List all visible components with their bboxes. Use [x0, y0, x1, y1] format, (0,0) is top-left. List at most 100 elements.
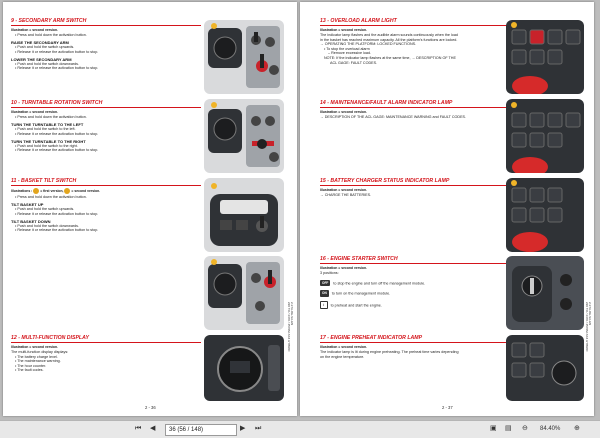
text-line: • The maintenance warning.	[15, 359, 61, 364]
page-2-36: 9 - SECONDARY ARM SWITCH Illustration = …	[3, 2, 297, 416]
text-line: • Release it or release the activation b…	[15, 148, 99, 153]
last-page-button[interactable]: ⏭	[255, 425, 262, 432]
section-title: 15 - BATTERY CHARGER STATUS INDICATOR LA…	[320, 178, 516, 186]
illustration-note: Illustration = second version.	[11, 345, 59, 349]
text-line: – Remove excessive load.	[328, 51, 372, 56]
on-badge: ON	[320, 290, 329, 297]
zoom-in-button[interactable]: ⊕	[574, 425, 580, 432]
section-title: 12 - MULTI-FUNCTION DISPLAY	[11, 335, 201, 343]
illustration-label: Illustrations :	[11, 188, 33, 193]
text-line: • Press and hold down the activation but…	[15, 33, 87, 37]
section-title: 17 - ENGINE PREHEAT INDICATOR LAMP	[320, 335, 516, 343]
section-title: 10 - TURNTABLE ROTATION SWITCH	[11, 100, 201, 108]
illustration-note: Illustrations : = first version, = secon…	[11, 188, 201, 194]
preheat-icon: ⌇	[320, 300, 328, 310]
version-a-icon	[33, 188, 40, 194]
next-page-button[interactable]: ▶	[240, 425, 246, 432]
text-line: • Push and hold the switch to the right.	[15, 143, 78, 148]
link-text[interactable]: → OPERATING THE PLATFORM: LOCKED FUNCTIO…	[320, 42, 417, 47]
display-photo-12	[204, 335, 284, 401]
control-panel-photo-10	[204, 99, 284, 173]
subheading: TURN THE TURNTABLE TO THE RIGHT	[11, 138, 86, 144]
text-line: • Release it or release the activation b…	[15, 211, 99, 216]
text-line: • The fault codes.	[15, 368, 44, 373]
section-title: 16 - ENGINE STARTER SWITCH	[320, 256, 516, 264]
control-panel-photo-9	[204, 20, 284, 94]
illustration-label: = first version,	[40, 188, 64, 193]
link-text[interactable]: → DESCRIPTION OF THE ACL GAGE: MAINTENAN…	[320, 115, 467, 119]
text-line: • Release it or release the activation b…	[15, 66, 99, 71]
text-line: 3 positions:	[320, 271, 339, 275]
illustration-note: Illustration = second version.	[11, 28, 59, 32]
text-line: • Release it or release the activation b…	[15, 228, 99, 233]
text-line: The multi-function display displays:	[11, 350, 69, 354]
section-17: 17 - ENGINE PREHEAT INDICATOR LAMP Illus…	[320, 335, 516, 359]
section-10: 10 - TURNTABLE ROTATION SWITCH Illustrat…	[11, 100, 201, 153]
section-14: 14 - MAINTENANCE/FAULT ALARM INDICATOR L…	[320, 100, 516, 120]
document-viewer: 9 - SECONDARY ARM SWITCH Illustration = …	[0, 0, 600, 420]
fit-width-icon[interactable]: ▤	[505, 425, 512, 432]
off-badge: OFF	[320, 279, 331, 287]
text-line: • To stop the overload alarm	[324, 46, 370, 51]
link-text[interactable]: → CHARGE THE BATTERIES.	[320, 193, 372, 197]
illustration-note: Illustration = second version.	[11, 110, 59, 114]
subheading: TILT BASKET UP	[11, 202, 44, 208]
text-line: • Push and hold the switch to the left.	[15, 127, 76, 132]
side-text-line: 220 TR / 4470 / 4570M-SX4 HYBRID	[584, 302, 589, 352]
zoom-out-button[interactable]: ⊖	[522, 425, 528, 432]
position-text: to stop the engine and turn off the mana…	[333, 280, 426, 285]
text-line: • Push and hold the switch upwards.	[15, 207, 75, 212]
section-9: 9 - SECONDARY ARM SWITCH Illustration = …	[11, 18, 201, 71]
panel-photo-15	[506, 178, 584, 252]
fit-page-icon[interactable]: ▣	[490, 425, 497, 432]
illustration-note: Illustration = second version.	[320, 266, 368, 270]
illustration-note: Illustration = second version.	[320, 110, 368, 114]
illustration-label: = second version.	[71, 188, 101, 193]
first-page-button[interactable]: ⏮	[135, 425, 142, 432]
page-number: 2 - 36	[145, 405, 156, 410]
page-2-37: 13 - OVERLOAD ALARM LIGHT Illustration =…	[300, 2, 594, 416]
section-15: 15 - BATTERY CHARGER STATUS INDICATOR LA…	[320, 178, 516, 198]
panel-photo-14	[506, 99, 584, 173]
page-number-input[interactable]: 36 (56 / 148)	[165, 424, 237, 436]
section-16: 16 - ENGINE STARTER SWITCH Illustration …	[320, 256, 516, 310]
position-text: to preheat and start the engine.	[330, 303, 382, 308]
note-line: NOTE: If the indicator lamp flashes at t…	[324, 55, 456, 60]
panel-photo-13	[506, 20, 584, 94]
note-line: ACL GAGE: FAULT CODES.	[330, 60, 378, 65]
illustration-note: Illustration = second version.	[320, 345, 368, 349]
section-13: 13 - OVERLOAD ALARM LIGHT Illustration =…	[320, 18, 516, 65]
panel-photo-16	[506, 256, 584, 330]
prev-page-button[interactable]: ◀	[150, 425, 156, 432]
subheading: RAISE THE SECONDARY ARM	[11, 40, 69, 46]
text-line: • The hour counter.	[15, 363, 47, 368]
page-number: 2 - 37	[442, 405, 453, 410]
text-line: • Press and hold down the activation but…	[15, 115, 87, 119]
side-reference: 2-37A-DE-SA-EN 220 TR / 4470 / 4570M-SX4…	[286, 302, 294, 352]
text-line: The indicator lamp is lit during engine …	[320, 350, 459, 354]
control-panel-photo-11b	[204, 256, 284, 330]
subheading: LOWER THE SECONDARY ARM	[11, 56, 72, 62]
text-line: • Press and hold down the activation but…	[15, 195, 87, 199]
zoom-value[interactable]: 84.40%	[540, 426, 561, 432]
subheading: TURN THE TURNTABLE TO THE LEFT	[11, 122, 84, 128]
section-title: 13 - OVERLOAD ALARM LIGHT	[320, 18, 516, 26]
illustration-note: Illustration = second version.	[320, 28, 368, 32]
text-line: • Push and hold the switch upwards.	[15, 45, 75, 50]
text-line: The indicator lamp flashes and the audib…	[320, 33, 458, 37]
section-12: 12 - MULTI-FUNCTION DISPLAY Illustration…	[11, 335, 201, 373]
text-line: • Release it or release the activation b…	[15, 49, 99, 54]
viewer-toolbar: ⏮ ◀ 36 (56 / 148) ▶ ⏭ ▣ ▤ ⊖ 84.40% ⊕	[0, 420, 600, 438]
text-line: • Push and hold the switch downwards.	[15, 223, 80, 228]
starter-position-preheat: ⌇to preheat and start the engine.	[320, 300, 516, 310]
text-line: • The battery charge level.	[15, 354, 58, 359]
panel-photo-17	[506, 335, 584, 401]
side-text-line: 220 TR / 4470 / 4570M-SX4 HYBRID	[286, 302, 291, 352]
section-title: 9 - SECONDARY ARM SWITCH	[11, 18, 201, 26]
section-title: 11 - BASKET TILT SWITCH	[11, 178, 201, 186]
section-11: 11 - BASKET TILT SWITCH Illustrations : …	[11, 178, 201, 233]
text-line: in the basket has reached maximum capaci…	[320, 37, 458, 42]
side-reference: 2-37A-DE-SA-EN 220 TR / 4470 / 4570M-SX4…	[584, 302, 592, 352]
